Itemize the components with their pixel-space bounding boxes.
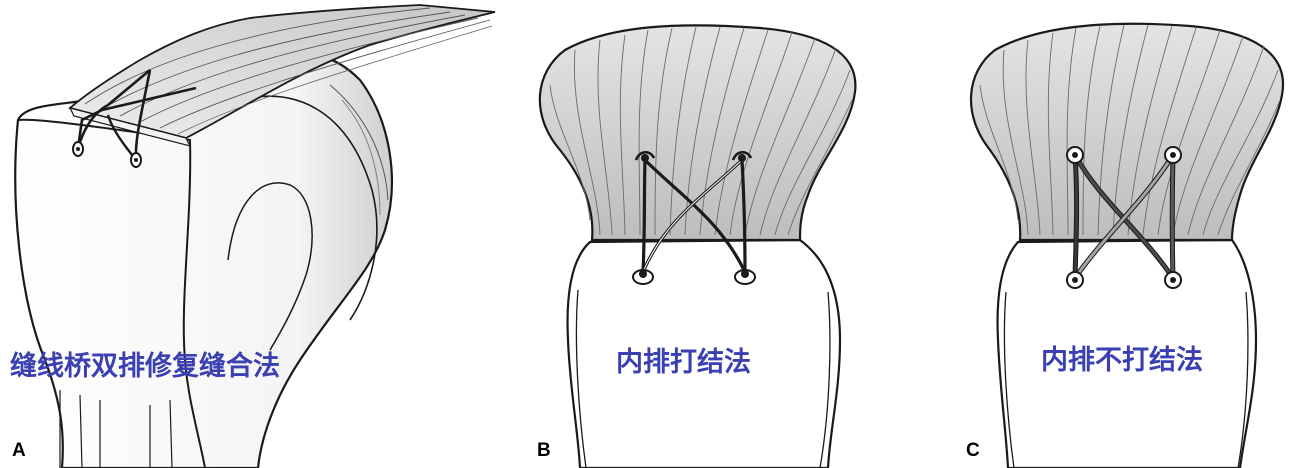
panel-b-caption: 内排打结法	[616, 347, 751, 378]
panel-c-letter: C	[966, 440, 980, 461]
panel-a-letter: A	[12, 440, 26, 461]
panel-a-drawing	[14, 4, 496, 468]
panel-c-drawing	[970, 22, 1285, 468]
panel-b-drawing	[538, 24, 857, 468]
panel-c-caption: 内排不打结法	[1041, 345, 1203, 376]
panel-b-letter: B	[537, 440, 551, 461]
panel-a-caption: 缝线桥双排修复缝合法	[10, 351, 280, 382]
